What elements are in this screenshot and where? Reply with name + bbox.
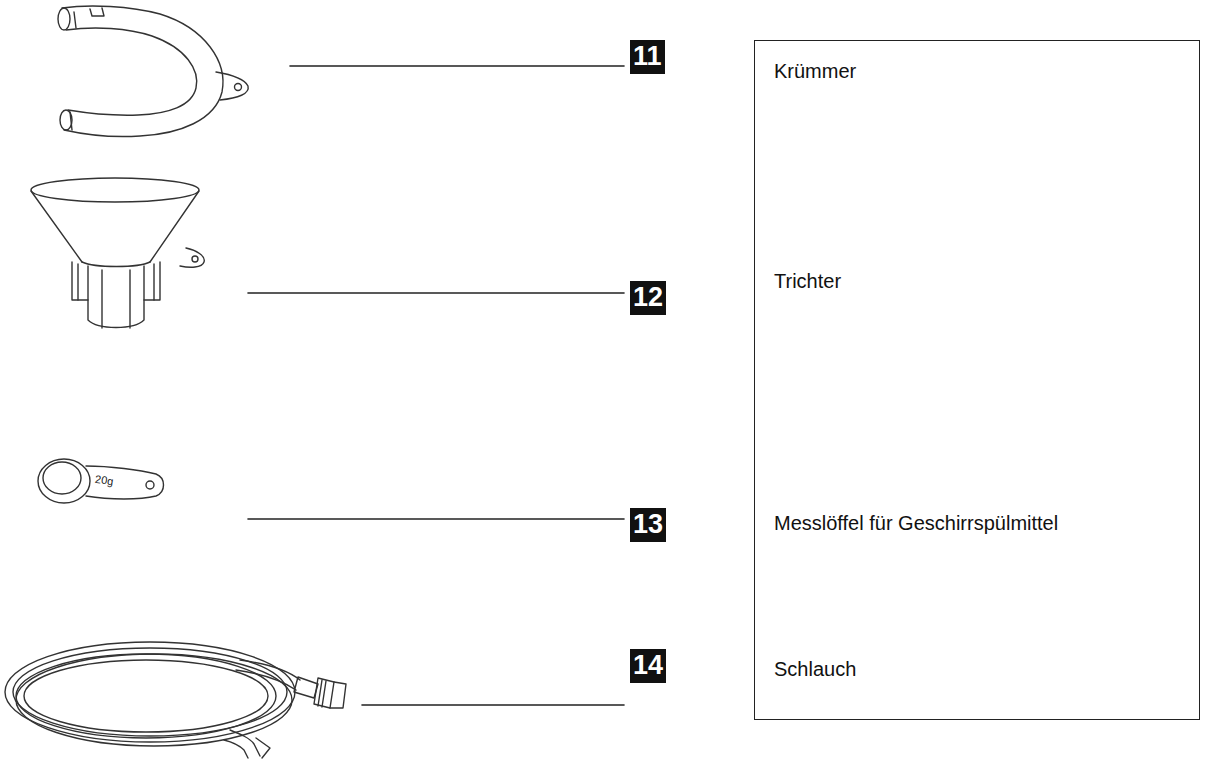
hose-end <box>236 670 296 690</box>
funnel-fins <box>78 264 154 300</box>
elbow-opening <box>58 8 70 30</box>
funnel-rim <box>31 178 199 202</box>
funnel-rib <box>102 270 130 328</box>
leader-line <box>248 292 624 294</box>
funnel-fins <box>72 262 160 300</box>
elbow-drawing <box>58 6 248 137</box>
leader-line <box>248 518 624 520</box>
elbow-tab-hole <box>235 84 242 91</box>
part-name: Schlauch <box>774 657 856 681</box>
capacity-marking: 20g <box>94 474 114 487</box>
callout-number: 13 <box>630 508 666 542</box>
leader-line <box>290 65 624 67</box>
callout-number: 11 <box>630 40 665 74</box>
hose-coil <box>16 654 276 738</box>
hose-coil <box>5 642 295 742</box>
spoon-hole <box>146 481 154 489</box>
label-panel: KrümmerTrichterMesslöffel für Geschirrsp… <box>754 40 1200 720</box>
funnel-cone <box>31 191 199 262</box>
part-name: Trichter <box>774 269 841 293</box>
funnel-tab <box>180 248 204 267</box>
hose-nut <box>314 678 334 708</box>
funnel-tab-hole <box>192 256 198 262</box>
spoon-drawing <box>38 459 164 503</box>
funnel-neck <box>82 262 150 267</box>
hose-nut <box>330 682 346 708</box>
spoon-handle <box>86 466 164 499</box>
hose-coil <box>24 660 268 732</box>
funnel-drawing <box>31 178 204 328</box>
spoon-bowl <box>38 459 90 503</box>
callout-number: 12 <box>630 281 666 315</box>
elbow-notch <box>90 8 104 16</box>
hose-sleeve <box>294 677 318 698</box>
hose-nut-edge <box>318 680 326 707</box>
leader-line <box>362 704 624 706</box>
elbow-ring <box>70 12 76 130</box>
part-name: Messlöffel für Geschirrspülmittel <box>774 511 1058 535</box>
hose-elbow-fitting <box>256 738 270 758</box>
hose-coil <box>16 654 292 746</box>
spoon-bowl-inner <box>43 462 81 494</box>
callout-number: 14 <box>630 649 666 683</box>
elbow-tab <box>216 72 248 100</box>
elbow-outer <box>62 6 223 137</box>
hose-elbow-end <box>224 730 260 758</box>
leader-lines <box>248 66 624 705</box>
funnel-spout <box>88 266 144 328</box>
hose-drawing <box>5 642 346 758</box>
elbow-inner <box>66 28 197 115</box>
part-name: Krümmer <box>774 59 856 83</box>
